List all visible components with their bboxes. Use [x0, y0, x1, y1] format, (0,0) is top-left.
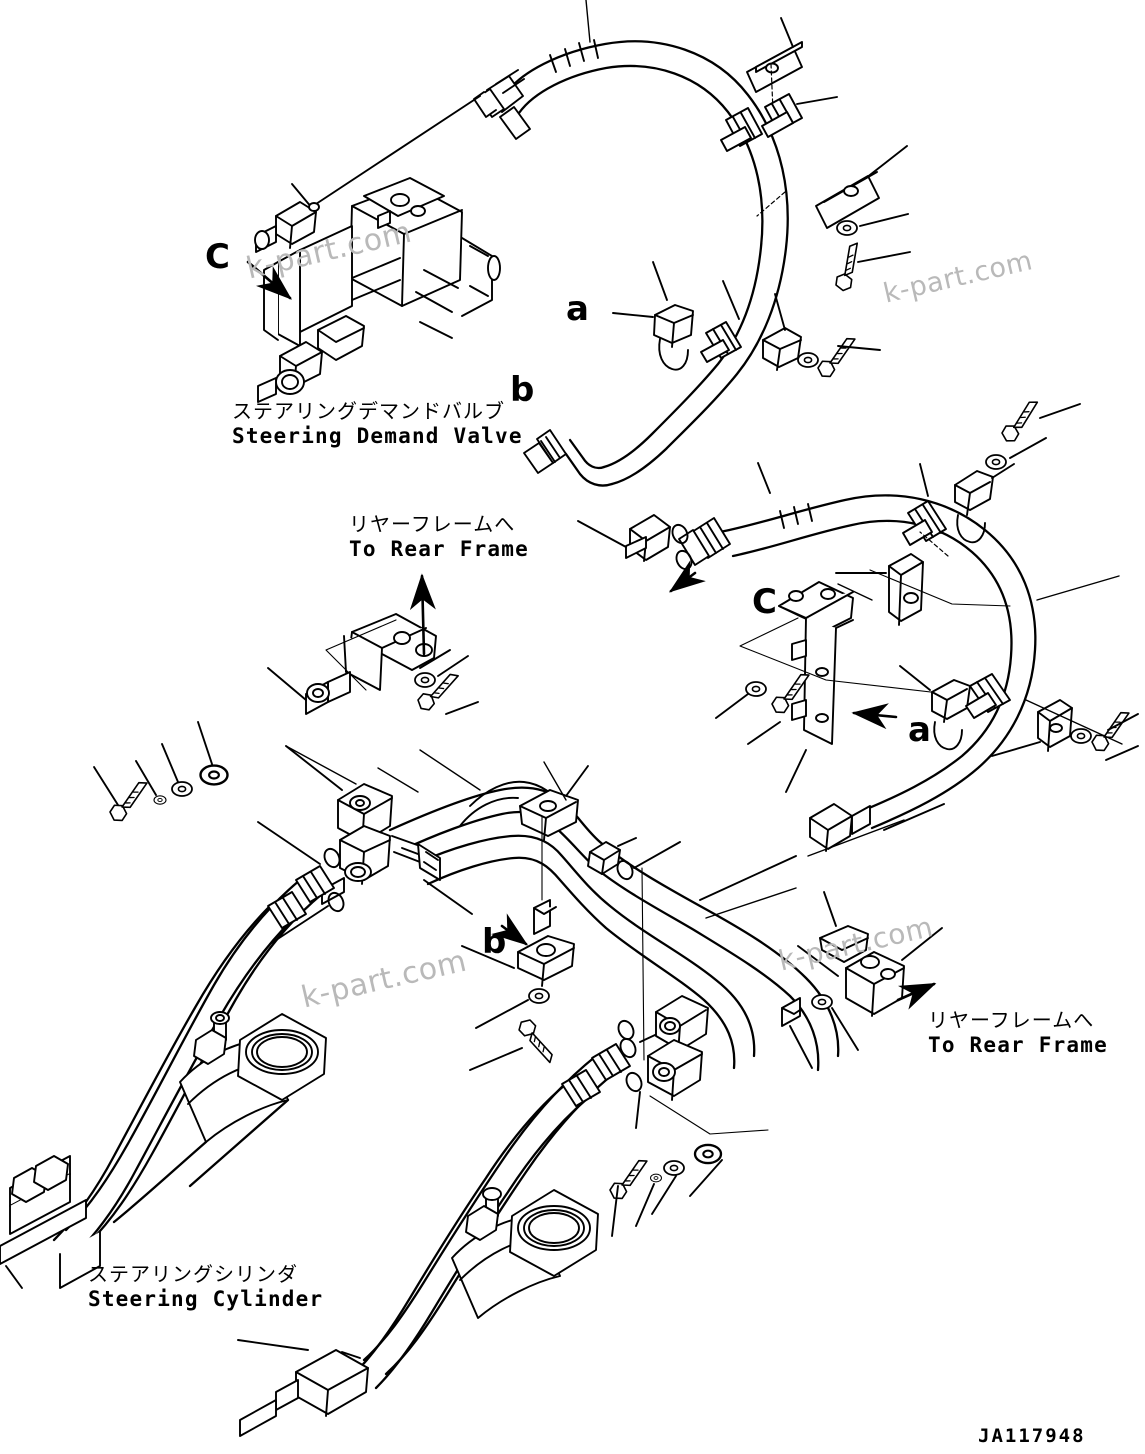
steering-cylinder-left — [0, 865, 335, 1289]
label-en-text: Steering Cylinder — [88, 1286, 324, 1311]
callout-a-bracket: a — [908, 710, 931, 750]
label-jp-text: ステアリングデマンドバルブ — [232, 399, 505, 423]
center-clamp-bolt-group — [423, 765, 589, 1071]
label-steering-cylinder: ステアリングシリンダ Steering Cylinder — [88, 1262, 324, 1311]
label-jp-text: リヤーフレームへ — [349, 512, 516, 536]
label-to-rear-frame-upper: リヤーフレームへ To Rear Frame — [349, 512, 529, 561]
label-en-text: To Rear Frame — [928, 1032, 1108, 1057]
label-en-text: To Rear Frame — [349, 536, 529, 561]
right-hose-lower-end — [809, 673, 1140, 852]
label-steering-demand-valve: ステアリングデマンドバルブ Steering Demand Valve — [232, 399, 523, 448]
steering-demand-valve-body — [246, 95, 501, 403]
label-jp-text: ステアリングシリンダ — [88, 1262, 298, 1286]
label-to-rear-frame-lower: リヤーフレームへ To Rear Frame — [928, 1008, 1108, 1057]
lower-manifold-blocks — [603, 891, 943, 1237]
right-hose-clamp-group — [835, 397, 1081, 626]
upper-hose-assembly — [473, 39, 789, 486]
callout-b-clamp: b — [482, 922, 507, 962]
label-jp-text: リヤーフレームへ — [928, 1008, 1095, 1032]
steering-cylinder-right — [237, 1043, 631, 1437]
c-bracket-assembly — [715, 581, 971, 793]
leader-lines — [285, 0, 1123, 919]
center-right-fittings — [587, 837, 797, 1061]
left-manifold-block — [257, 745, 441, 945]
callout-b-upper: b — [510, 370, 535, 410]
callout-c-valve: C — [205, 237, 230, 277]
upper-hose-lower-elbow — [523, 429, 614, 487]
upper-a-clamp — [612, 261, 694, 371]
upper-clamp-plate-group — [746, 17, 803, 112]
hose-ferrule-pair — [720, 93, 838, 152]
left-bolt-stack — [93, 573, 479, 825]
callout-c-bracket: C — [752, 582, 777, 622]
drawing-number: JA117948 — [978, 1425, 1086, 1447]
label-en-text: Steering Demand Valve — [232, 423, 523, 448]
right-hose-assembly — [577, 462, 1037, 830]
mid-ferrule-bolt-group — [700, 280, 881, 381]
upper-bracket-bolt-group — [756, 145, 911, 294]
center-tube-assembly — [388, 780, 840, 1072]
callout-a-upper: a — [566, 289, 589, 329]
